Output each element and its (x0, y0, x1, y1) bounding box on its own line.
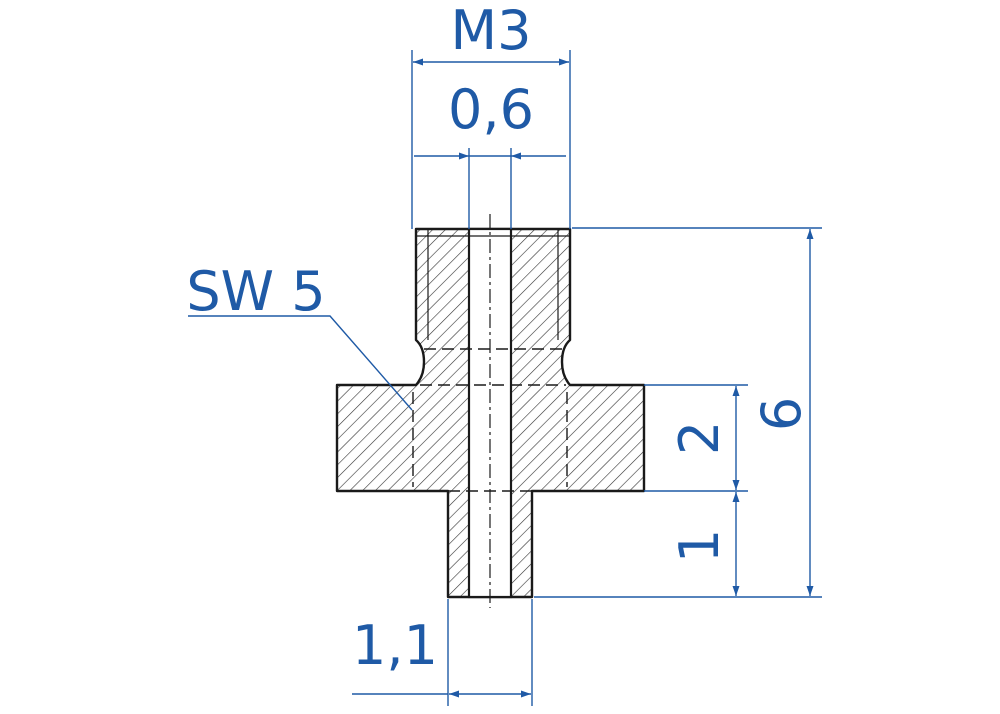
dimension-heights: 2 1 6 (534, 227, 822, 598)
dimension-wrench-size: SW 5 (186, 260, 413, 411)
spigot-length-label: 1 (668, 529, 731, 563)
spigot-diameter-label: 1,1 (352, 614, 438, 677)
bore-label: 0,6 (448, 78, 534, 141)
dimension-spigot-diameter: 1,1 (352, 599, 533, 706)
thread-label: M3 (451, 0, 532, 62)
wrench-size-label: SW 5 (186, 260, 325, 323)
dimension-thread: M3 (411, 0, 571, 229)
part-section (335, 214, 646, 608)
dimension-bore: 0,6 (414, 78, 566, 229)
collar-height-label: 2 (668, 421, 731, 455)
center-bore (467, 227, 513, 599)
overall-height-label: 6 (750, 397, 813, 431)
